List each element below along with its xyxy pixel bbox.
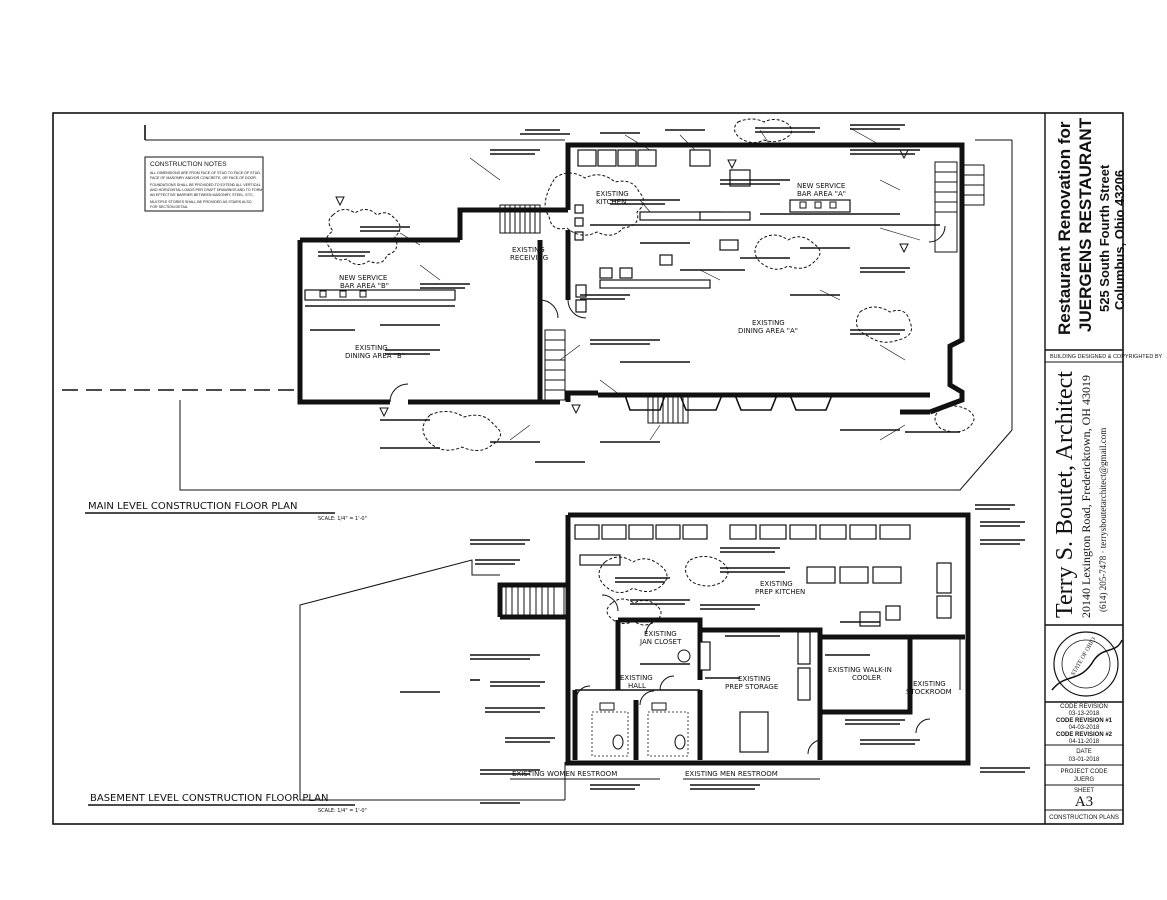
basement-level-plan: EXISTING PREP KITCHEN EXISTING JAN CLOSE… — [88, 504, 1030, 814]
room-hall-label-1: EXISTING — [620, 674, 653, 682]
project-title-line-1: Restaurant Renovation for — [1055, 121, 1074, 335]
construction-notes: CONSTRUCTION NOTES ALL DIMENSIONS ARE FR… — [144, 156, 264, 212]
code-revision-date: 03-13-2018 — [1069, 711, 1100, 717]
stair-basement — [505, 582, 565, 616]
room-prep-storage-label-2: PREP STORAGE — [725, 683, 778, 691]
basement-plan-scale: SCALE: 1/4" = 1'-0" — [318, 808, 367, 814]
section-markers — [335, 149, 909, 418]
room-kitchen-label-1: EXISTING — [596, 190, 629, 198]
basement-equipment — [574, 524, 952, 753]
main-level-plan: EXISTING KITCHEN EXISTING RECEIVING NEW … — [62, 118, 1013, 522]
date-label: DATE — [1076, 749, 1092, 755]
notes-title: CONSTRUCTION NOTES — [150, 161, 227, 168]
room-walkin-label-1: EXISTING WALK-IN — [828, 666, 892, 674]
basement-annotation-marks — [400, 504, 1030, 804]
main-plan-scale: SCALE: 1/4" = 1'-0" — [318, 516, 367, 522]
room-dining-a-label-2: DINING AREA "A" — [738, 327, 798, 335]
project-title-line-2: JUERGENS RESTAURANT — [1076, 117, 1095, 332]
stair-exterior — [647, 396, 689, 424]
notes-line: ALL DIMENSIONS ARE FROM FACE OF STUD TO … — [150, 171, 261, 175]
bar-b-counter — [304, 289, 456, 307]
room-dining-a-label-1: EXISTING — [752, 319, 785, 327]
restroom-fixtures — [591, 702, 689, 757]
project-code-value: JUERG — [1074, 777, 1095, 783]
architect-seal: STATE OF OHIO — [1051, 631, 1123, 697]
leader-lines — [399, 127, 921, 441]
notes-line: MULTIPLE STORIES SHALL BE PROVIDED AS ST… — [150, 200, 252, 204]
project-code-label: PROJECT CODE — [1061, 769, 1108, 775]
kitchen-equipment — [574, 149, 751, 313]
room-walkin-label-2: COOLER — [852, 674, 881, 682]
revision-1-label: CODE REVISION #1 — [1056, 718, 1113, 724]
date-value: 03-01-2018 — [1069, 757, 1100, 763]
architect-contact: (614) 205-7478 · terrysboutetarchitect@g… — [1098, 428, 1108, 612]
room-bar-a-label-1: NEW SERVICE — [797, 182, 845, 190]
notes-line: FOUNDATIONS SHALL BE PROVIDED TO EXTEND … — [150, 183, 261, 187]
stair-dining — [544, 329, 566, 401]
room-prep-storage-label-1: EXISTING — [738, 675, 771, 683]
notes-line: AN EFFECTIVE BARRIER BETWEEN MASONRY, ST… — [150, 193, 254, 197]
room-hall-label-2: HALL — [628, 682, 646, 690]
bar-a-counter — [760, 199, 900, 215]
title-block: Restaurant Renovation for JUERGENS RESTA… — [1045, 117, 1162, 821]
project-address-line-2: Columbus, Ohio 43206 — [1112, 170, 1127, 310]
designed-by-label: BUILDING DESIGNED & COPYRIGHTED BY — [1050, 354, 1162, 360]
main-plan-title: MAIN LEVEL CONSTRUCTION FLOOR PLAN — [88, 501, 298, 512]
code-revision-label: CODE REVISION — [1060, 704, 1108, 710]
seal-text: STATE OF OHIO — [1071, 636, 1098, 677]
stair-receiving — [499, 204, 541, 234]
notes-line: FACE OF MASONRY AND/OR CONCRETE, OR FACE… — [150, 176, 257, 180]
architect-name: Terry S. Boutet, Architect — [1052, 371, 1078, 618]
room-jan-closet-label-2: JAN CLOSET — [639, 638, 682, 646]
stair-right — [934, 161, 985, 253]
room-bar-b-label-1: NEW SERVICE — [339, 274, 387, 282]
architect-address: 20140 Lexington Road, Fredericktown, OH … — [1079, 375, 1093, 618]
room-kitchen-label-2: KITCHEN — [596, 198, 626, 206]
sheet-number: A3 — [1075, 794, 1093, 810]
revision-1-date: 04-03-2018 — [1069, 725, 1100, 731]
room-men-restroom-label: EXISTING MEN RESTROOM — [685, 770, 778, 778]
room-jan-closet-label-1: EXISTING — [644, 630, 677, 638]
revision-2-label: CODE REVISION #2 — [1056, 732, 1113, 738]
sheet-label: SHEET — [1074, 788, 1094, 794]
room-women-restroom-label: EXISTING WOMEN RESTROOM — [512, 770, 617, 778]
room-bar-a-label-2: BAR AREA "A" — [797, 190, 846, 198]
sheet-border — [52, 112, 1124, 825]
room-receiving-label-2: RECEIVING — [510, 254, 548, 262]
room-receiving-label-1: EXISTING — [512, 246, 545, 254]
room-dining-b-label-2: DINING AREA "B" — [345, 352, 405, 360]
sheet-title: CONSTRUCTION PLANS — [1049, 815, 1119, 821]
annotation-marks — [310, 124, 960, 463]
room-bar-b-label-2: BAR AREA "B" — [340, 282, 389, 290]
room-prep-kitchen-label-1: EXISTING — [760, 580, 793, 588]
room-stockroom-label-2: STOCKROOM — [906, 688, 952, 696]
notes-line: FOR SECTION DETAIL — [150, 205, 188, 209]
room-dining-b-label-1: EXISTING — [355, 344, 388, 352]
notes-line: AND HORIZONTAL LOADS PER CRAFT DRAWINGS … — [150, 188, 262, 192]
basement-plan-title: BASEMENT LEVEL CONSTRUCTION FLOOR PLAN — [90, 793, 329, 804]
room-prep-kitchen-label-2: PREP KITCHEN — [755, 588, 805, 596]
revision-2-date: 04-11-2018 — [1069, 739, 1100, 745]
room-stockroom-label-1: EXISTING — [913, 680, 946, 688]
project-address-line-1: 525 South Fourth Street — [1097, 164, 1112, 312]
